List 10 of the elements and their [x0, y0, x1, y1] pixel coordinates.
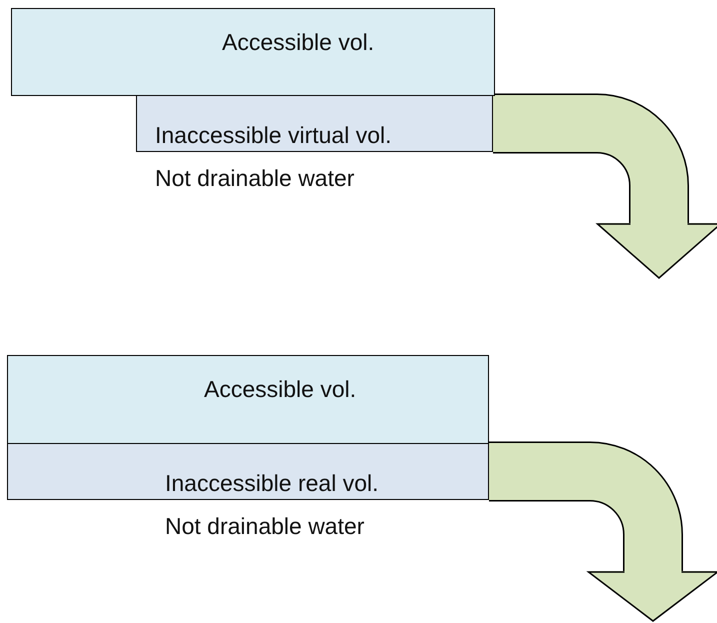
- caption-text: Not drainable water: [155, 165, 354, 192]
- box-label: Accessible vol.: [222, 29, 374, 56]
- volume-box: [7, 355, 489, 444]
- curved-block-arrow: [489, 443, 717, 622]
- box-label: Accessible vol.: [204, 376, 356, 403]
- caption-text: Not drainable water: [165, 513, 364, 540]
- curved-block-arrow: [493, 95, 717, 279]
- box-label: Inaccessible real vol.: [165, 470, 378, 497]
- volume-box: [11, 8, 495, 96]
- box-label: Inaccessible virtual vol.: [155, 122, 392, 149]
